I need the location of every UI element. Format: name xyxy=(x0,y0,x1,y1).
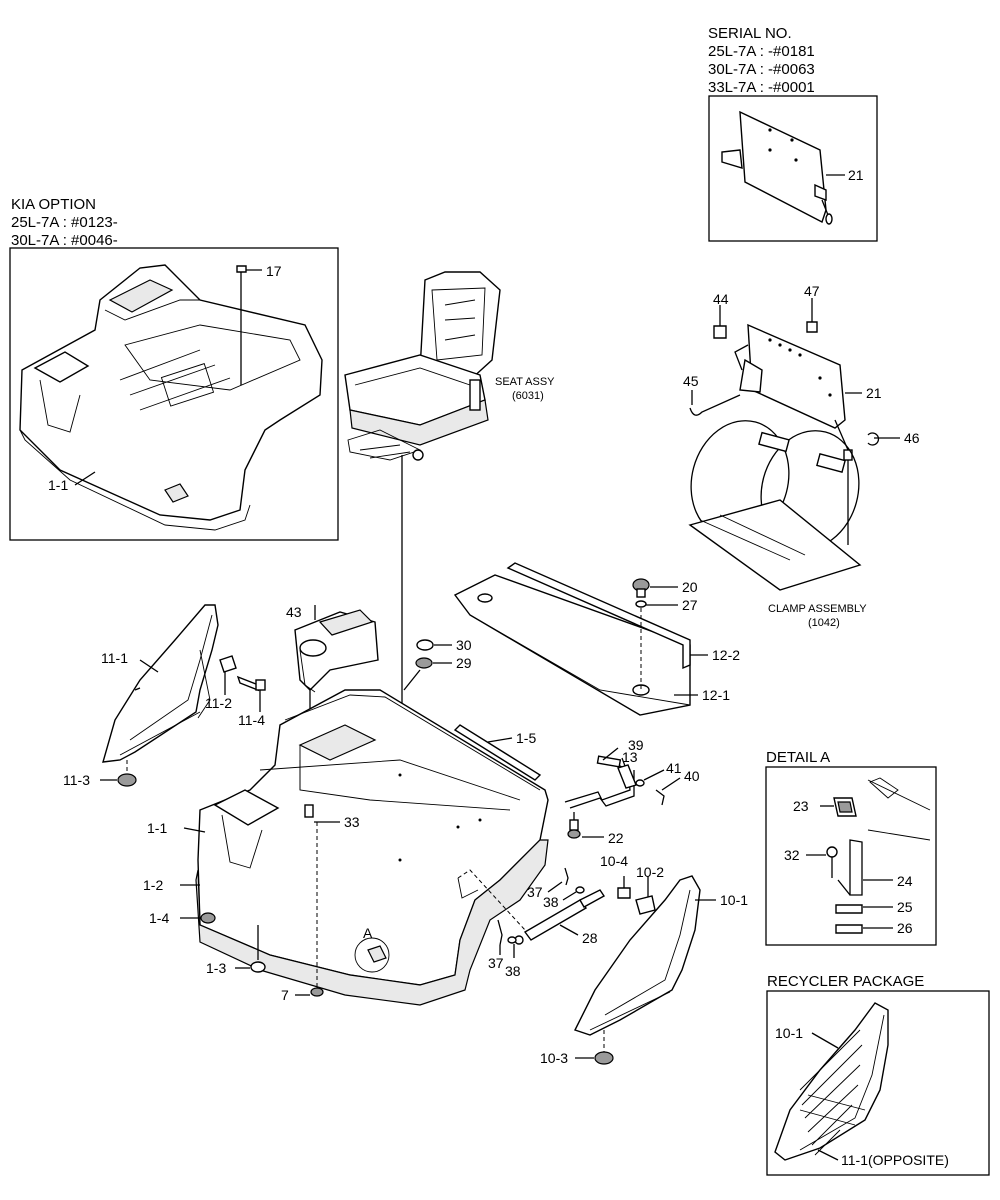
bolt-22 xyxy=(567,812,581,839)
callout-12-2: 12-2 xyxy=(712,647,740,663)
bracket-plate-early xyxy=(721,110,833,225)
seat-assy-code: (6031) xyxy=(512,390,544,402)
kia-option-line-2: 30L-7A : #0046- xyxy=(11,232,118,249)
lever-13 xyxy=(564,755,665,809)
callout-1-4: 1-4 xyxy=(149,910,169,926)
callout-45: 45 xyxy=(683,373,699,389)
strip-1-5 xyxy=(453,724,542,781)
callout-44: 44 xyxy=(713,291,729,307)
serial-title: SERIAL NO. xyxy=(708,25,792,42)
seat-assy-name: SEAT ASSY xyxy=(495,376,555,388)
recycler-box xyxy=(766,990,990,1176)
clip-11-2 xyxy=(219,655,237,673)
seat-assembly xyxy=(344,271,501,461)
console-43 xyxy=(294,609,379,693)
tank-clamp xyxy=(688,420,862,591)
grommet-1-4 xyxy=(200,912,216,924)
serial-box xyxy=(708,95,878,242)
callout-11-1: 11-1 xyxy=(101,650,128,666)
counterweight-pad xyxy=(195,839,549,1006)
recycler-opposite-label: 11-1(OPPOSITE) xyxy=(841,1152,949,1168)
callout-20: 20 xyxy=(682,579,698,595)
callout-37-upper: 37 xyxy=(527,884,543,900)
callout-24: 24 xyxy=(897,873,913,889)
callout-32: 32 xyxy=(784,847,800,863)
callout-41: 41 xyxy=(666,760,682,776)
callout-10-4: 10-4 xyxy=(600,853,628,869)
kia-option-line-1: 25L-7A : #0123- xyxy=(11,214,118,231)
callout-13: 13 xyxy=(622,749,638,765)
recycler-cover xyxy=(774,1002,889,1161)
callout-11-2: 11-2 xyxy=(205,695,232,711)
detail-marker-a: A xyxy=(363,925,373,941)
detail-a-box xyxy=(765,766,937,946)
callout-37-lower: 37 xyxy=(488,955,504,971)
bumper-1-3 xyxy=(250,961,266,973)
grommet-29 xyxy=(415,657,433,669)
kia-option-panel: KIA OPTION 25L-7A : #0123- 30L-7A : #004… xyxy=(9,196,339,541)
callout-29: 29 xyxy=(456,655,472,671)
callout-47: 47 xyxy=(804,283,820,299)
serial-line-1: 25L-7A : -#0181 xyxy=(708,43,815,60)
callout-43: 43 xyxy=(286,604,302,620)
callout-38-upper: 38 xyxy=(543,894,559,910)
kia-option-box xyxy=(9,247,339,541)
gas-spring-28 xyxy=(457,869,606,945)
callout-23: 23 xyxy=(793,798,809,814)
callout-10-1: 10-1 xyxy=(720,892,748,908)
callout-46: 46 xyxy=(904,430,920,446)
detail-a-title: DETAIL A xyxy=(766,749,830,766)
callout-39: 39 xyxy=(628,737,644,753)
bolt-33 xyxy=(304,804,314,818)
callout-1-1-option: 1-1 xyxy=(48,477,68,493)
callout-1-5: 1-5 xyxy=(516,730,536,746)
recycler-panel: RECYCLER PACKAGE 10-1 11-1(OPPOSITE) xyxy=(766,973,990,1176)
callout-11-3: 11-3 xyxy=(63,772,90,788)
callout-1-3: 1-3 xyxy=(206,960,226,976)
grommet-10-3 xyxy=(594,1051,614,1065)
callout-7: 7 xyxy=(281,987,289,1003)
hood-option xyxy=(19,264,323,531)
clamp-bracket xyxy=(734,323,853,545)
kia-option-title: KIA OPTION xyxy=(11,196,96,213)
callout-1-1: 1-1 xyxy=(147,820,167,836)
serial-line-3: 33L-7A : -#0001 xyxy=(708,79,815,96)
callout-33: 33 xyxy=(344,814,360,830)
callout-10-3: 10-3 xyxy=(540,1050,568,1066)
callout-26: 26 xyxy=(897,920,913,936)
callout-22: 22 xyxy=(608,830,624,846)
side-cover-10-1 xyxy=(574,875,701,1036)
cap-30 xyxy=(416,639,434,651)
knob-20 xyxy=(632,578,650,690)
callout-30: 30 xyxy=(456,637,472,653)
callout-17: 17 xyxy=(266,263,282,279)
callout-25: 25 xyxy=(897,899,913,915)
callout-27: 27 xyxy=(682,597,698,613)
callout-10-1-recycler: 10-1 xyxy=(775,1025,803,1041)
callout-12-1: 12-1 xyxy=(702,687,730,703)
callout-21-early: 21 xyxy=(848,167,864,183)
main-hood xyxy=(197,689,549,986)
callout-11-4: 11-4 xyxy=(238,712,265,728)
serial-panel: SERIAL NO. 25L-7A : -#0181 30L-7A : -#00… xyxy=(708,25,878,242)
recycler-title: RECYCLER PACKAGE xyxy=(767,973,924,990)
clamp-assembly-name: CLAMP ASSEMBLY xyxy=(768,603,867,615)
side-cover-11-1 xyxy=(102,604,219,763)
callout-21: 21 xyxy=(866,385,882,401)
callout-10-2: 10-2 xyxy=(636,864,664,880)
callout-1-2: 1-2 xyxy=(143,877,163,893)
callout-28: 28 xyxy=(582,930,598,946)
callout-38-lower: 38 xyxy=(505,963,521,979)
grommet-11-3 xyxy=(117,773,137,787)
detail-a-panel: DETAIL A xyxy=(765,749,937,946)
rear-panel xyxy=(453,562,691,716)
grommet-7 xyxy=(310,987,324,997)
serial-line-2: 30L-7A : -#0063 xyxy=(708,61,815,78)
callout-40: 40 xyxy=(684,768,700,784)
clamp-assembly-code: (1042) xyxy=(808,617,840,629)
